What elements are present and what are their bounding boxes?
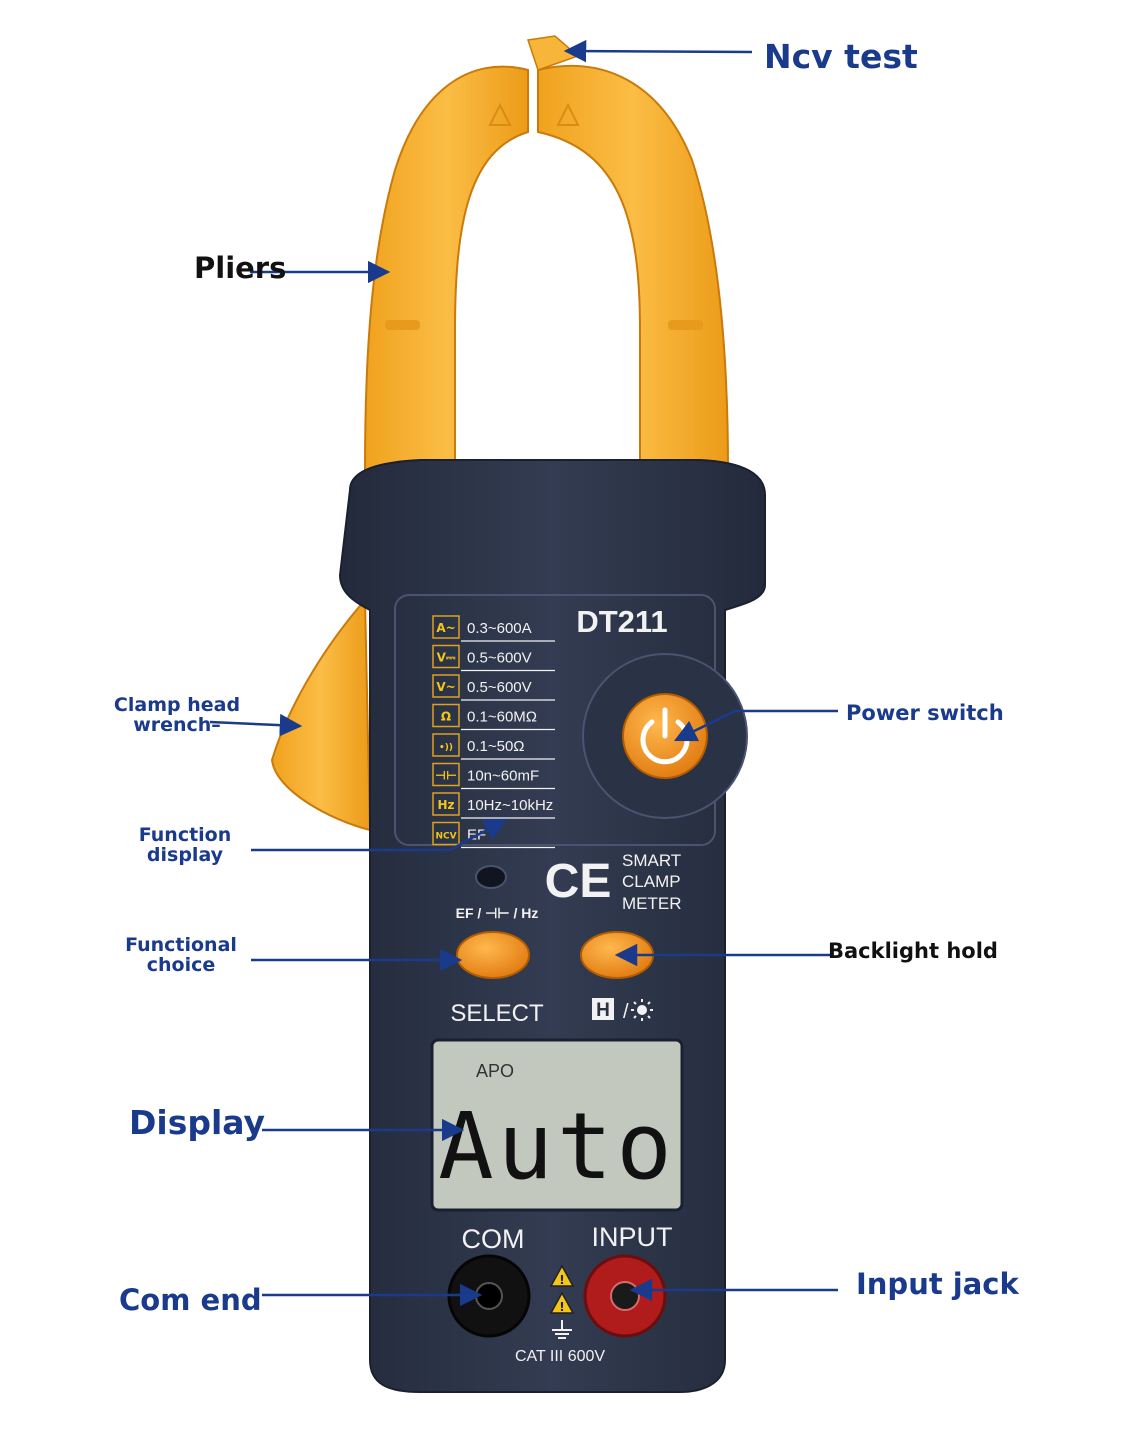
function-icon: •)) [439, 743, 453, 753]
function-range: 0.5~600V [467, 650, 532, 667]
function-range: 0.3~600A [467, 620, 532, 637]
function-icon-box [432, 762, 460, 787]
com-label: COM [462, 1224, 525, 1254]
svg-text:/: / [623, 1001, 629, 1023]
function-icon-box [432, 644, 460, 669]
function-icon: V⎓ [437, 651, 456, 665]
power-button[interactable] [622, 693, 708, 779]
label-function-display: Function display [130, 824, 240, 866]
warning-triangle-icon [556, 102, 580, 126]
select-label: SELECT [450, 1000, 544, 1027]
warning-triangle-icon: ! [549, 1264, 575, 1287]
function-row: Ω 0.1~60MΩ [432, 703, 555, 731]
function-icon-box [432, 733, 460, 757]
function-icon-box [432, 703, 460, 728]
function-icon-box [432, 792, 460, 816]
function-row: A~ 0.3~600A [432, 615, 555, 642]
label-pliers: Pliers [194, 251, 287, 285]
label-functional-choice: Functional choice [122, 934, 240, 976]
function-row: V⎓ 0.5~600V [432, 644, 555, 672]
hold-label-group: H / [592, 998, 653, 1023]
function-icon: ⊣⊢ [435, 769, 457, 783]
function-range: 0.1~50Ω [467, 738, 525, 755]
function-icon: Ω [441, 710, 451, 724]
ncv-indicator-led [475, 865, 507, 889]
brand-line-3: METER [622, 894, 682, 913]
label-function-display-line1: Function [138, 824, 232, 846]
svg-text:!: ! [559, 1273, 564, 1287]
function-icon-box [432, 674, 460, 698]
function-row: Hz 10Hz~10kHz [432, 792, 555, 819]
cat-rating: CAT III 600V [515, 1348, 605, 1365]
function-range: 0.5~600V [467, 679, 532, 696]
label-clamp-head-wrench-line1: Clamp head [113, 694, 241, 716]
label-ncv-test: Ncv test [764, 37, 918, 76]
function-range: 0.1~60MΩ [467, 709, 537, 726]
meter-body [338, 459, 766, 1393]
callout-arrows [209, 39, 838, 1307]
label-com-end: Com end [119, 1283, 262, 1317]
label-clamp-head-wrench-line2: wrench– [133, 713, 221, 736]
clamp-jaws [363, 35, 730, 471]
function-row: V~ 0.5~600V [432, 674, 555, 701]
arrow-power-diag [673, 709, 736, 742]
function-icon: A~ [436, 621, 455, 635]
model-name: DT211 [576, 604, 667, 639]
label-function-display-line2: display [146, 843, 224, 866]
function-range: 10n~60mF [467, 768, 539, 785]
input-jack[interactable] [583, 1254, 667, 1338]
label-functional-choice-line1: Functional [125, 934, 237, 956]
ce-mark: CE [545, 855, 612, 908]
sun-icon [631, 999, 653, 1021]
function-icon: NCV [435, 832, 456, 842]
function-icon: Hz [437, 798, 454, 812]
brand-line-1: SMART [622, 851, 681, 870]
label-input-jack: Input jack [856, 1267, 1019, 1301]
svg-text:!: ! [559, 1300, 564, 1314]
ground-icon [552, 1320, 572, 1339]
warning-triangle-icon: ! [549, 1291, 575, 1314]
select-sub-label: EF / ⊣⊢ / Hz [456, 905, 539, 921]
warning-triangle-icon [488, 102, 512, 126]
function-icon-box [432, 615, 460, 639]
label-clamp-head-wrench: Clamp head wrench– [112, 694, 242, 736]
function-row: ⊣⊢ 10n~60mF [432, 762, 555, 790]
hold-label: H [596, 1000, 610, 1021]
label-backlight-hold: Backlight hold [828, 939, 998, 963]
function-range: 10Hz~10kHz [467, 797, 553, 814]
function-row: •)) 0.1~50Ω [432, 733, 555, 760]
label-power-switch: Power switch [846, 701, 1004, 725]
brand-line-2: CLAMP [622, 872, 681, 891]
arrow-function-diag [449, 818, 507, 852]
lcd-main-reading: Auto [438, 1093, 676, 1200]
label-functional-choice-line2: choice [146, 953, 216, 976]
arrow-ncv [563, 39, 753, 63]
function-icon-box [432, 821, 460, 846]
input-label: INPUT [592, 1222, 673, 1252]
lcd-display: APO Auto [430, 1038, 684, 1212]
clamp-trigger [270, 597, 372, 832]
label-display: Display [129, 1103, 266, 1142]
arrow-clamp-wrench [209, 713, 303, 737]
lcd-apo: APO [476, 1061, 514, 1081]
function-icon: V~ [436, 680, 455, 694]
select-button[interactable] [456, 931, 530, 979]
